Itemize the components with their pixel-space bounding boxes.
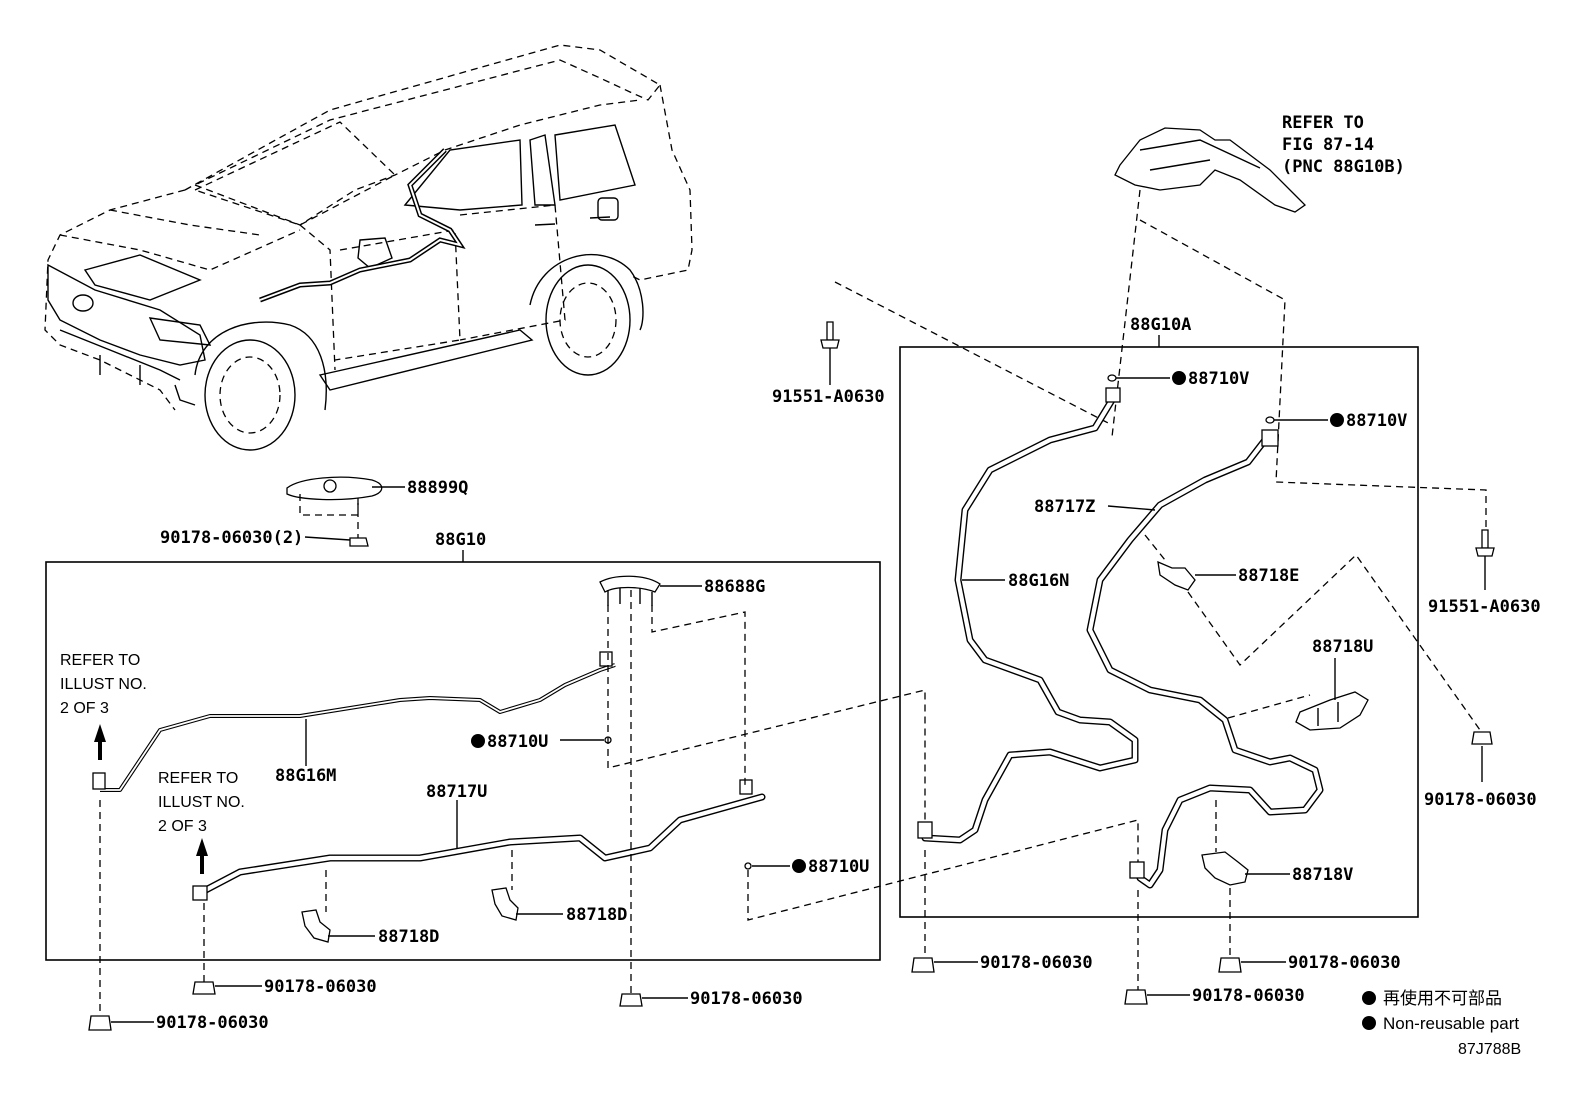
pipe-88717u [192, 779, 766, 901]
legend-english: Non-reusable part [1383, 1014, 1519, 1033]
label-88718u: 88718U [1312, 637, 1373, 657]
refer-fig-line3: (PNC 88G10B) [1282, 157, 1405, 177]
label-88g10a: 88G10A [1130, 315, 1191, 335]
part-88718v-clamp [1201, 851, 1249, 886]
label-88g16m: 88G16M [275, 766, 336, 786]
diagram-code: 87J788B [1458, 1041, 1521, 1058]
refer-illust-left-line1: REFER TO [60, 652, 140, 669]
label-90178-06030-e: 90178-06030 [980, 953, 1093, 973]
label-91551-a0630-left: 91551-A0630 [772, 387, 885, 407]
refer-illust-left-line2: ILLUST NO. [60, 676, 147, 693]
label-88899q: 88899Q [407, 478, 468, 498]
label-88g10: 88G10 [435, 530, 486, 550]
bolt-91551-a0630-left [820, 321, 840, 349]
label-88710u-lower: 88710U [808, 857, 869, 877]
refer-fig-line2: FIG 87-14 [1282, 135, 1374, 155]
label-90178-06030-c: 90178-06030 [690, 989, 803, 1009]
part-88899q-bracket [286, 476, 383, 547]
label-90178-06030-a: 90178-06030 [264, 977, 377, 997]
bolt-91551-a0630-right [1475, 529, 1495, 557]
pipe-88g16m [92, 651, 616, 792]
assembly-88g10-box [45, 561, 881, 961]
assembly-88g10a-box [899, 346, 1419, 918]
label-88718d-left: 88718D [378, 927, 439, 947]
part-88g10b-reference [1114, 127, 1307, 213]
label-88717z: 88717Z [1034, 497, 1095, 517]
label-88g16n: 88G16N [1008, 571, 1069, 591]
label-88718v: 88718V [1292, 865, 1353, 885]
label-88718d-right: 88718D [566, 905, 627, 925]
refer-illust-mid-line2: ILLUST NO. [158, 794, 245, 811]
label-88710u-upper: 88710U [487, 732, 548, 752]
label-90178-06030-right: 90178-06030 [1424, 790, 1537, 810]
label-88710v-lower: 88710V [1346, 411, 1407, 431]
label-88688g: 88688G [704, 577, 765, 597]
part-88718u-clamp [1295, 691, 1369, 731]
label-90178-06030-f: 90178-06030 [1288, 953, 1401, 973]
vehicle-illustration [44, 44, 693, 451]
part-88718e-clip [1157, 560, 1196, 591]
pipe-88717z [1086, 429, 1324, 889]
label-90178-06030-qty2: 90178-06030(2) [160, 528, 303, 548]
refer-illust-mid-line3: 2 OF 3 [158, 818, 207, 835]
part-88718d-clamp-right [491, 887, 519, 921]
part-88718d-clamp-left [301, 909, 331, 943]
label-90178-06030-b: 90178-06030 [156, 1013, 269, 1033]
non-reusable-dot-icon [1362, 1016, 1376, 1030]
refer-illust-mid-line1: REFER TO [158, 770, 238, 787]
refer-illust-left-line3: 2 OF 3 [60, 700, 109, 717]
refer-fig-line1: REFER TO [1282, 113, 1364, 133]
arrow-up-icon [196, 838, 208, 874]
non-reusable-dot-icon [1362, 991, 1376, 1005]
label-88718e: 88718E [1238, 566, 1299, 586]
part-88688g-clamp [599, 575, 661, 606]
pipe-88g16n [917, 387, 1139, 844]
label-90178-06030-g: 90178-06030 [1192, 986, 1305, 1006]
label-88710v-upper: 88710V [1188, 369, 1249, 389]
arrow-up-icon [94, 724, 106, 760]
label-91551-a0630-right: 91551-A0630 [1428, 597, 1541, 617]
legend-japanese: 再使用不可部品 [1383, 988, 1502, 1008]
label-88717u: 88717U [426, 782, 487, 802]
